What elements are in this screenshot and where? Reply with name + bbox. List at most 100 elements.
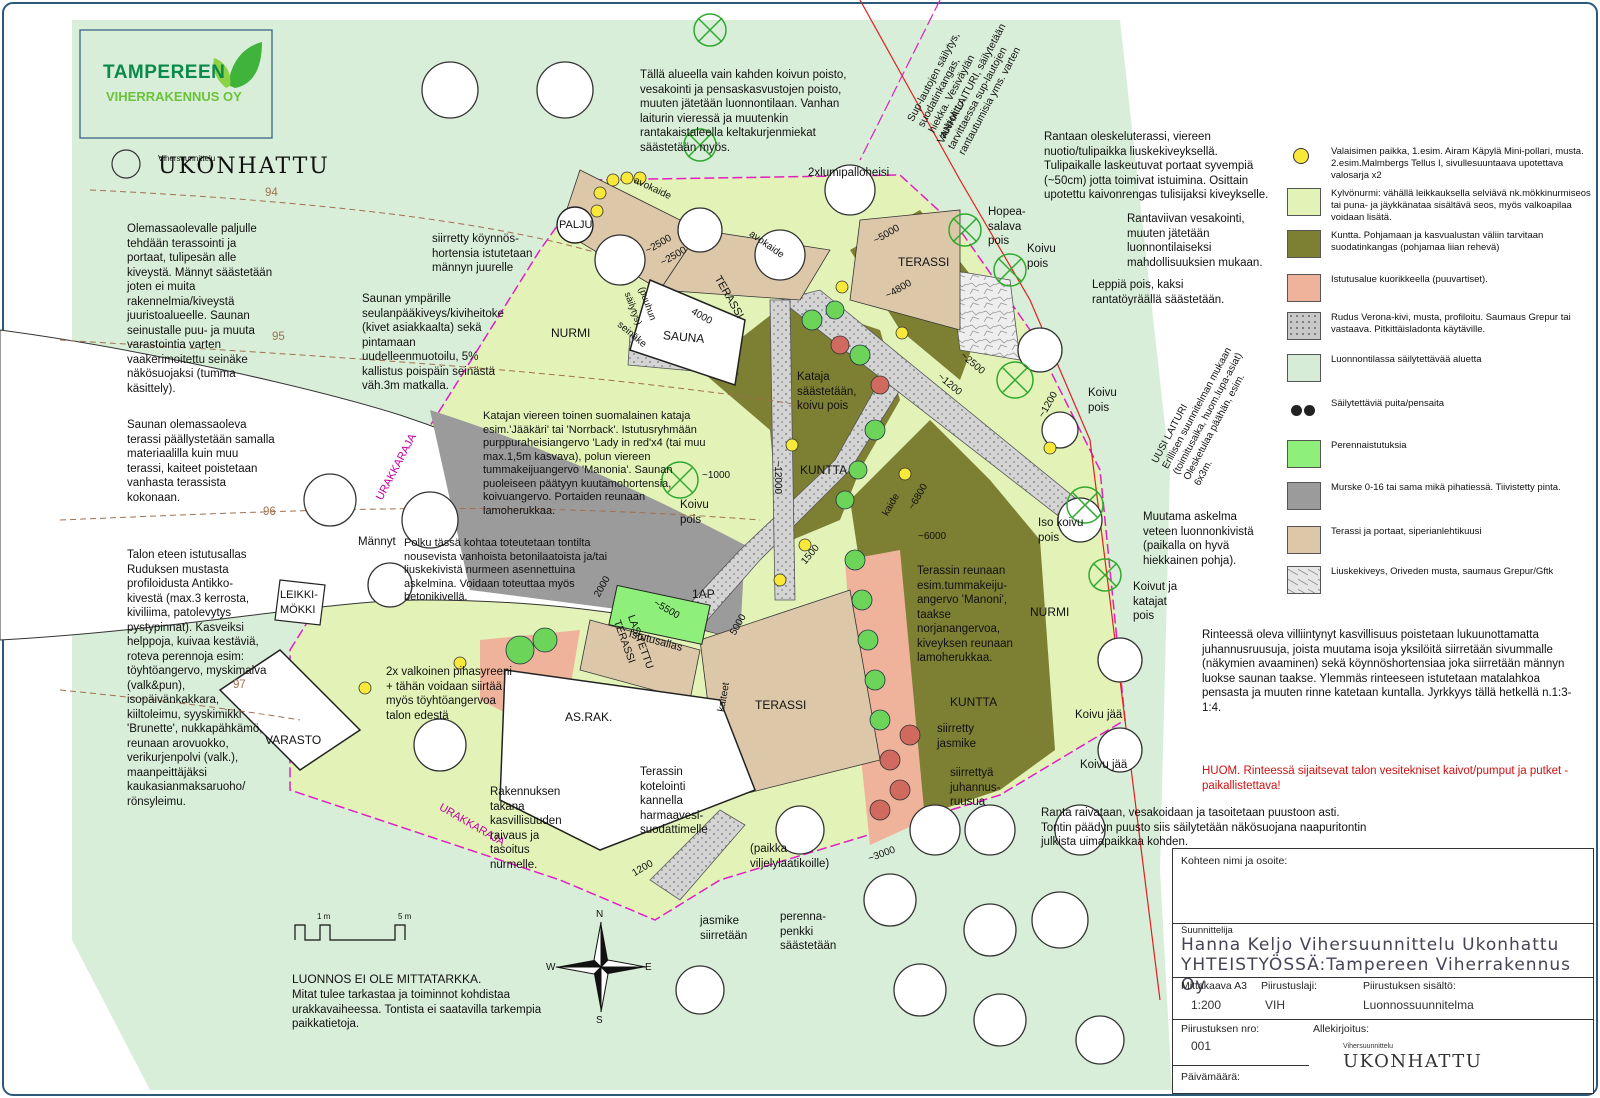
note-rantaviiva: Rantaviivan vesakointi, muuten jätetään … [1127,213,1263,269]
label-siirretty-jasmike: siirretty jasmike [937,723,976,750]
shrub-group [505,300,891,731]
tb-divider-1 [1173,923,1593,924]
compass-n: N [596,909,604,920]
tb-divider-2 [1173,977,1593,978]
legend-text: Liuskekiveys, Oriveden musta, saumaus Gr… [1331,566,1554,577]
label-koivut-katajat: Koivut ja katajat pois [1133,581,1178,622]
legend-text: Valaisimen paikka, 1.esim. Airam Käpylä … [1331,146,1584,181]
contour-label-95: 95 [272,331,285,343]
note-hortensia: siirretty köynnös- hortensia istutetaan … [432,233,533,274]
compass-e: E [645,962,652,973]
logo-box [79,29,273,139]
tb-kohteen-cap: Kohteen nimi ja osoite: [1181,855,1288,867]
scale-bar [294,924,406,941]
note-mitat: Mitat tulee tarkastaa ja toiminnot kohdi… [292,989,542,1030]
legend-swatch [1287,566,1321,594]
scale-label-5m: 5 m [398,912,412,921]
label-koivu-pois-3: Koivu pois [680,499,709,526]
rose-group [830,335,921,821]
label-nurmi-left: NURMI [551,326,591,340]
house-building [499,669,756,851]
label-siirretty-ruusu: siirrettyä juhannus- ruusua [950,767,1001,808]
stone-path-vertical [769,299,796,601]
note-top-center: Tällä alueella vain kahden koivun poisto… [640,69,847,154]
label-perennapenkki: perenna- penkki säästetään [780,911,837,952]
scale-label-1m: 1 m [317,912,331,921]
legend-swatch [1287,274,1321,302]
dimension-label: ~1000 [702,470,731,481]
label-mannyt: Männyt [358,536,396,548]
label-lumipalloheisi: 2xlumipalloheisi [808,167,890,179]
note-luonnos: LUONNOS EI OLE MITTATARKKA. [292,972,482,986]
palju-tub [556,206,594,244]
tb-suunnittelija-cap: Suunnittelija [1181,925,1233,936]
tb-sisalto-cap: Piirustuksen sisältö: [1363,980,1456,992]
label-koivu-jaa-2: Koivu jää [1080,759,1128,771]
legend-text: Istutusalue kuorikkeella (puuvartiset). [1331,274,1488,285]
label-koivu-pois-1: Koivu pois [1027,243,1056,270]
label-iso-koivu: Iso koivu pois [1038,517,1084,544]
legend-swatch [1287,482,1321,510]
dimension-label: ~6000 [918,531,947,542]
label-1ap: 1AP [692,587,715,601]
note-kotelointi: Terassin kotelointi kannella harmaavesi-… [640,766,708,836]
note-askelma: Muutama askelma veteen luonnonkivistä (p… [1143,511,1254,567]
legend-swatch [1287,188,1321,216]
contour-97 [59,689,301,721]
note-leppia: Leppiä pois, kaksi rantatöyräällä sääste… [1092,279,1225,306]
note-talon: Talon eteen istutusallas Ruduksen mustas… [127,549,267,808]
tb-suunnittelija: Hanna Keljo Vihersuunnittelu Ukonhattu [1181,935,1560,955]
bark-bed-slope [845,550,925,845]
property-line-top [859,0,941,161]
tb-divider-4 [1173,1065,1309,1066]
label-nurmi-right: NURMI [1030,605,1070,619]
legend-swatch [1287,398,1319,424]
brand-big: UKONHATTU [158,154,330,179]
logo-leaf-icon [213,42,262,88]
legend-text: Murske 0-16 tai sama mikä pihatiessä. Ti… [1331,482,1561,493]
note-rantaan: Rantaan oleskeluterassi, viereen nuotio/… [1044,131,1269,201]
legend-text: Luonnontilassa säilytettävää aluetta [1331,354,1482,365]
shrub-icon [1304,405,1315,416]
shoreline [859,0,1161,1001]
legend-text: Terassi ja portaat, siperianlehtikuusi [1331,526,1482,537]
note-rakennuksen: Rakennuksen takana kasvillisuuden raivau… [490,786,562,871]
sauna-building [629,278,746,386]
contour-label-96: 96 [263,506,276,518]
legend-swatch [1287,312,1321,340]
label-terassi-house: TERASSI [755,698,807,712]
legend-swatch [1287,526,1321,554]
contour-label-97: 97 [233,679,246,691]
note-rinteessa: Rinteessä oleva villiintynyt kasvillisuu… [1202,629,1572,714]
note-polku: Polku tässä kohtaa toteutetaan tontilta … [404,537,608,603]
brand-small: Vihersuunnittelu [158,154,216,163]
label-leikkimokki: LEIKKI- MÖKKI [280,589,318,616]
light-icon [1293,148,1309,164]
ukonhattu-emblem-icon [111,149,141,179]
logo-line1: TAMPEREEN [103,62,226,83]
label-koivu-jaa-1: Koivu jää [1075,709,1123,721]
tb-brand-big: UKONHATTU [1343,1051,1483,1072]
note-sauna-terassi: Saunan olemassaoleva terassi päällystetä… [127,419,275,504]
compass-w: W [546,962,556,973]
legend-text: Rudus Verona-kivi, musta, profiloitu. Sa… [1331,312,1571,335]
tb-piirustuslaji: VIH [1265,998,1286,1012]
legend-text: Säilytettäviä puita/pensaita [1331,398,1445,409]
storage-building [218,649,362,771]
tb-nro-cap: Piirustuksen nro: [1181,1023,1260,1035]
gravel-parking [430,410,745,640]
contour-label-94: 94 [265,187,278,199]
tb-paivamaara-cap: Päivämäärä: [1181,1071,1240,1083]
stone-path-back [649,809,746,901]
planter-bed [608,584,711,645]
tb-divider-3 [1173,1019,1593,1020]
note-huom: HUOM. Rinteessä sijaitsevat talon vesite… [1202,765,1569,792]
label-varasto: VARASTO [265,733,322,747]
note-terassin-reuna: Terassin reunaan esim.tummakeiju-angervo… [917,565,1013,664]
tree-group [303,61,1143,1065]
tb-yhteistyo: YHTEISTYÖSSÄ:Tampereen Viherrakennus Oy [1181,955,1571,995]
contour-96 [59,507,761,521]
tb-brand-small: Vihersuunnittelu [1343,1043,1394,1050]
